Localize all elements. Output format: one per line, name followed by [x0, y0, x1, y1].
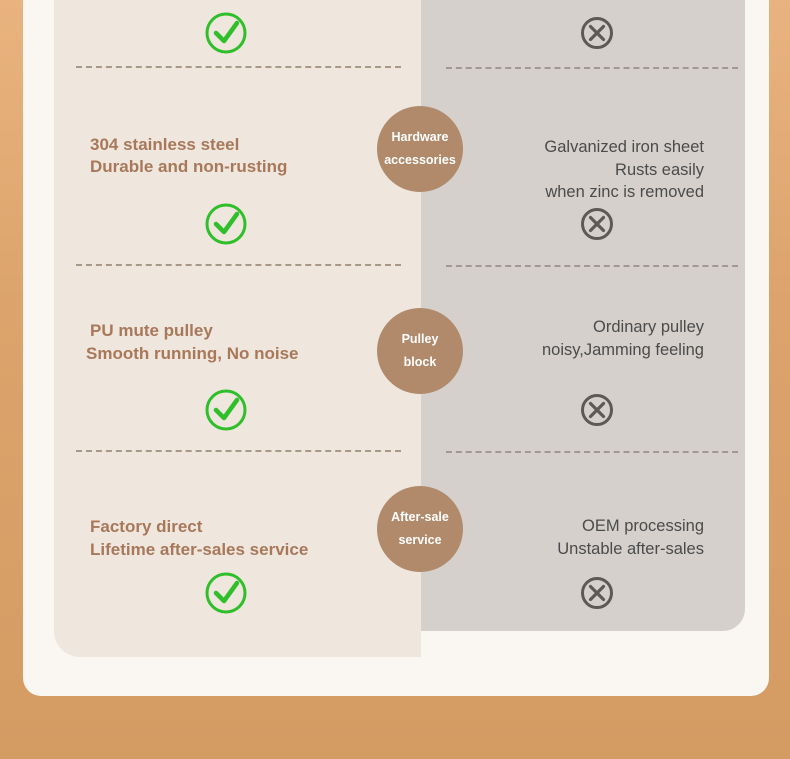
row-divider	[446, 67, 738, 69]
cross-icon	[581, 208, 613, 240]
row-divider	[446, 451, 738, 453]
category-badge-after-sale: After-sale service	[377, 486, 463, 572]
cross-icon	[581, 577, 613, 609]
check-icon	[205, 572, 247, 614]
competitor-column	[421, 0, 745, 631]
category-badge-pulley: Pulley block	[377, 308, 463, 394]
our-feature-text: 304 stainless steel Durable and non-rust…	[90, 135, 288, 176]
cross-icon	[581, 17, 613, 49]
check-icon	[205, 389, 247, 431]
row-divider	[76, 66, 401, 68]
row-divider	[446, 265, 738, 267]
category-badge-hardware: Hardware accessories	[377, 106, 463, 192]
our-feature-text: PU mute pulley Smooth running, No noise	[86, 321, 299, 363]
competitor-feature-text: Ordinary pulley noisy,Jamming feeling	[541, 318, 704, 359]
our-product-column	[54, 0, 421, 657]
competitor-feature-text: OEM processing Unstable after-sales	[557, 517, 704, 558]
check-icon	[205, 203, 247, 245]
row-divider	[76, 450, 401, 452]
row-divider	[76, 264, 401, 266]
competitor-feature-text: Galvanized iron sheet Rusts easily when …	[544, 138, 704, 201]
cross-icon	[581, 394, 613, 426]
our-feature-text: Factory direct Lifetime after-sales serv…	[90, 517, 309, 559]
check-icon	[205, 12, 247, 54]
